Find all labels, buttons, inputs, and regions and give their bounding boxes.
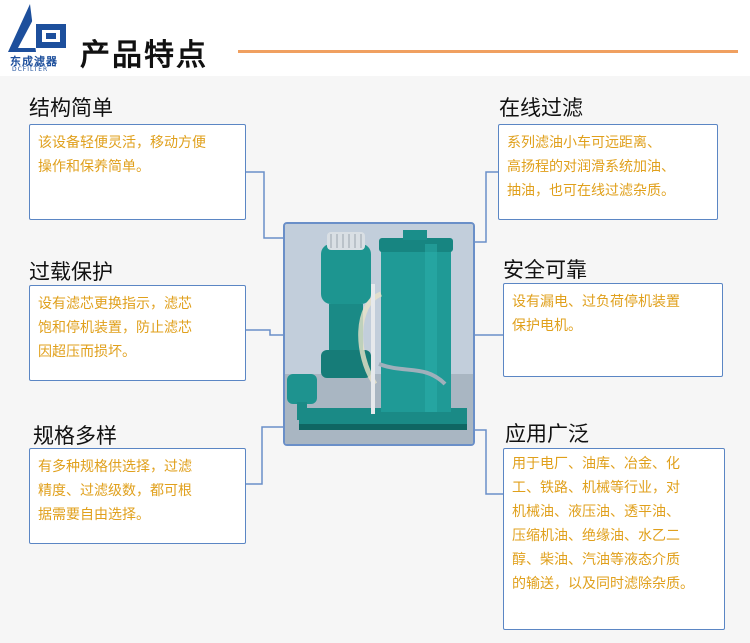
filter-cart-image — [285, 224, 473, 444]
feature-title-specs: 规格多样 — [33, 424, 117, 448]
feature-line: 因超压而损坏。 — [38, 344, 136, 360]
feature-title-structure: 结构简单 — [29, 96, 113, 120]
logo-subtext: DCFILTER — [12, 66, 49, 73]
product-photo — [283, 222, 475, 446]
feature-line: 该设备轻便灵活，移动方便 — [38, 135, 206, 151]
header-divider — [238, 50, 738, 53]
feature-box-overload: 设有滤芯更换指示，滤芯 饱和停机装置，防止滤芯 因超压而损坏。 — [29, 285, 246, 381]
feature-line: 据需要自由选择。 — [38, 507, 150, 523]
feature-line: 设有漏电、过负荷停机装置 — [512, 294, 680, 310]
company-logo-icon — [8, 4, 66, 52]
feature-box-application: 用于电厂、油库、冶金、化 工、铁路、机械等行业，对 机械油、液压油、透平油、 压… — [503, 448, 725, 630]
feature-box-structure: 该设备轻便灵活，移动方便 操作和保养简单。 — [29, 124, 246, 220]
feature-line: 饱和停机装置，防止滤芯 — [38, 320, 192, 336]
feature-line: 机械油、液压油、透平油、 — [512, 504, 680, 520]
logo-text: 东成滤器 — [10, 55, 58, 68]
feature-box-safety: 设有漏电、过负荷停机装置 保护电机。 — [503, 283, 723, 377]
header: 东成滤器 DCFILTER 产品特点 — [0, 0, 750, 76]
feature-line: 保护电机。 — [512, 318, 582, 334]
feature-line: 抽油，也可在线过滤杂质。 — [507, 183, 675, 199]
feature-line: 操作和保养简单。 — [38, 159, 150, 175]
feature-title-safety: 安全可靠 — [503, 258, 587, 282]
feature-line: 系列滤油小车可远距离、 — [507, 135, 661, 151]
feature-title-application: 应用广泛 — [505, 422, 589, 446]
feature-line: 高扬程的对润滑系统加油、 — [507, 159, 675, 175]
page-title: 产品特点 — [80, 38, 208, 73]
feature-title-online: 在线过滤 — [499, 96, 583, 120]
feature-box-specs: 有多种规格供选择，过滤 精度、过滤级数，都可根 据需要自由选择。 — [29, 448, 246, 544]
feature-line: 压缩机油、绝缘油、水乙二 — [512, 528, 680, 544]
feature-title-overload: 过载保护 — [29, 260, 113, 284]
feature-line: 醇、柴油、汽油等液态介质 — [512, 552, 680, 568]
feature-box-online: 系列滤油小车可远距离、 高扬程的对润滑系统加油、 抽油，也可在线过滤杂质。 — [498, 124, 718, 220]
feature-line: 用于电厂、油库、冶金、化 — [512, 456, 680, 472]
feature-line: 工、铁路、机械等行业，对 — [512, 480, 680, 496]
feature-line: 有多种规格供选择，过滤 — [38, 459, 192, 475]
feature-line: 设有滤芯更换指示，滤芯 — [38, 296, 192, 312]
feature-line: 精度、过滤级数，都可根 — [38, 483, 192, 499]
feature-line: 的输送，以及同时滤除杂质。 — [512, 576, 694, 592]
